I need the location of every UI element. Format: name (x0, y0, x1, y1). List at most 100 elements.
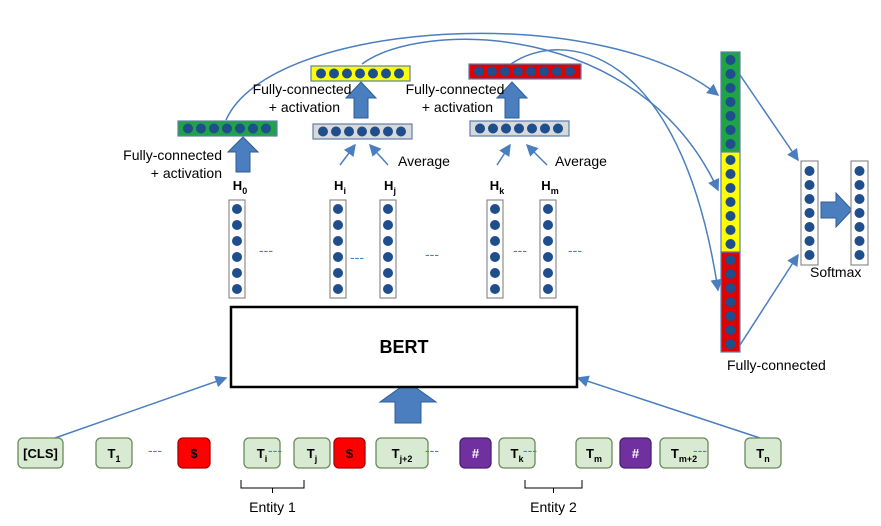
neuron-dot (487, 66, 497, 77)
hidden-state-label-main: H (384, 178, 393, 193)
neuron-dot (475, 123, 485, 134)
entity1-average-vector (312, 123, 413, 140)
token-label-main: T (257, 446, 265, 461)
neuron-dot (725, 339, 736, 349)
neuron-dot (854, 208, 865, 218)
token-box (17, 437, 64, 469)
hidden-state-column (379, 199, 397, 299)
token-10: # (619, 437, 652, 469)
neuron-dot (383, 204, 393, 214)
token-box (333, 437, 366, 469)
neuron-dot (854, 222, 865, 232)
token-label: Tj+2 (392, 446, 413, 464)
token-label: Tm (586, 446, 602, 464)
token-label-main: $ (346, 446, 354, 461)
arrow-tokens-up (378, 381, 438, 424)
token-box (619, 437, 652, 469)
neuron-dot (490, 284, 500, 294)
line-hi-to-avg1 (339, 143, 356, 166)
hidden-state-label-main: H (334, 178, 343, 193)
neuron-dot (261, 123, 271, 134)
token-label-sub: n (764, 454, 770, 464)
hidden-state-label: Hk (490, 178, 505, 196)
arrow-avg1-up (344, 81, 378, 119)
neuron-dot (854, 194, 865, 204)
neuron-dot (396, 126, 406, 137)
neuron-dot (804, 180, 815, 190)
neuron-dot (383, 236, 393, 246)
hidden-state-label-sub: i (343, 186, 346, 196)
token-label: Tm+2 (671, 446, 697, 464)
token-box (177, 437, 211, 469)
curve-e1-to-concat (361, 38, 720, 192)
neuron-dot (543, 220, 553, 230)
neuron-dot (329, 68, 339, 79)
curve-e2-to-concat (510, 49, 723, 292)
neuron-dot (540, 123, 550, 134)
neuron-dot (513, 66, 523, 77)
arrow-avg2-up (495, 81, 529, 119)
token-box (459, 437, 492, 469)
neuron-dot (527, 123, 537, 134)
fully-connected-label: Fully-connected (727, 357, 826, 373)
token-4: Tj (293, 437, 331, 469)
neuron-dot (725, 139, 736, 149)
hidden-state-label: H0 (233, 178, 247, 196)
neuron-dot (804, 194, 815, 204)
token-box (659, 437, 709, 469)
token-label-sub: 1 (115, 454, 120, 464)
line-cls-to-bert (54, 375, 228, 439)
softmax-label: Softmax (810, 264, 861, 280)
neuron-dot (232, 268, 242, 278)
fc-activation-label-cls-line2: + activation (151, 165, 222, 181)
neuron-dot (725, 97, 736, 107)
neuron-dot (543, 268, 553, 278)
neuron-dot (333, 236, 343, 246)
neuron-dot (565, 66, 575, 77)
hidden-state-label-main: H (233, 178, 242, 193)
neuron-dot (333, 204, 343, 214)
token-9: Tm (575, 437, 613, 469)
neuron-dot (725, 155, 736, 165)
neuron-dot (725, 269, 736, 279)
neuron-dot (490, 236, 500, 246)
arrow-fc-right (820, 191, 853, 229)
neuron-dot (383, 252, 393, 262)
token-6: Tj+2 (375, 437, 429, 469)
neuron-dot (232, 252, 242, 262)
connector-curves (54, 32, 799, 439)
token-box (293, 437, 331, 469)
ellipsis: --- (513, 242, 527, 258)
neuron-dot (725, 283, 736, 293)
entity-2-brace: Entity 2 (524, 480, 583, 515)
line-concat-to-fc-top (739, 74, 799, 162)
bert-label: BERT (380, 337, 429, 357)
neuron-dot (474, 66, 484, 77)
fc-activation-label-e2-line2: + activation (422, 99, 493, 115)
ellipsis: --- (350, 249, 364, 265)
token-label: Tn (756, 446, 769, 464)
cls-output-vector (177, 120, 278, 137)
hidden-state-label-sub: m (551, 186, 559, 196)
token-label-main: T (392, 446, 400, 461)
neuron-dot (854, 236, 865, 246)
neuron-dot (725, 239, 736, 249)
neuron-dot (725, 83, 736, 93)
fc-output-vector (800, 160, 819, 266)
token-0: [CLS] (17, 437, 64, 469)
neuron-dot (514, 123, 524, 134)
token-label: $ (346, 446, 354, 461)
token-label-sub: j+2 (399, 454, 413, 464)
hidden-state-label-sub: 0 (242, 186, 247, 196)
fc-activation-label-e1-line1: Fully-connected (253, 81, 352, 97)
token-label: [CLS] (23, 446, 58, 461)
neuron-dot (381, 68, 391, 79)
token-label-sub: i (265, 454, 268, 464)
fc-activation-label-e2-line1: Fully-connected (406, 81, 505, 97)
token-label-sub: m (594, 454, 602, 464)
entity-label: Entity 1 (249, 499, 296, 515)
line-concat-to-fc-bottom (739, 253, 799, 346)
neuron-dot (232, 236, 242, 246)
neuron-dot (232, 204, 242, 214)
entity-1-brace: Entity 1 (240, 480, 305, 515)
